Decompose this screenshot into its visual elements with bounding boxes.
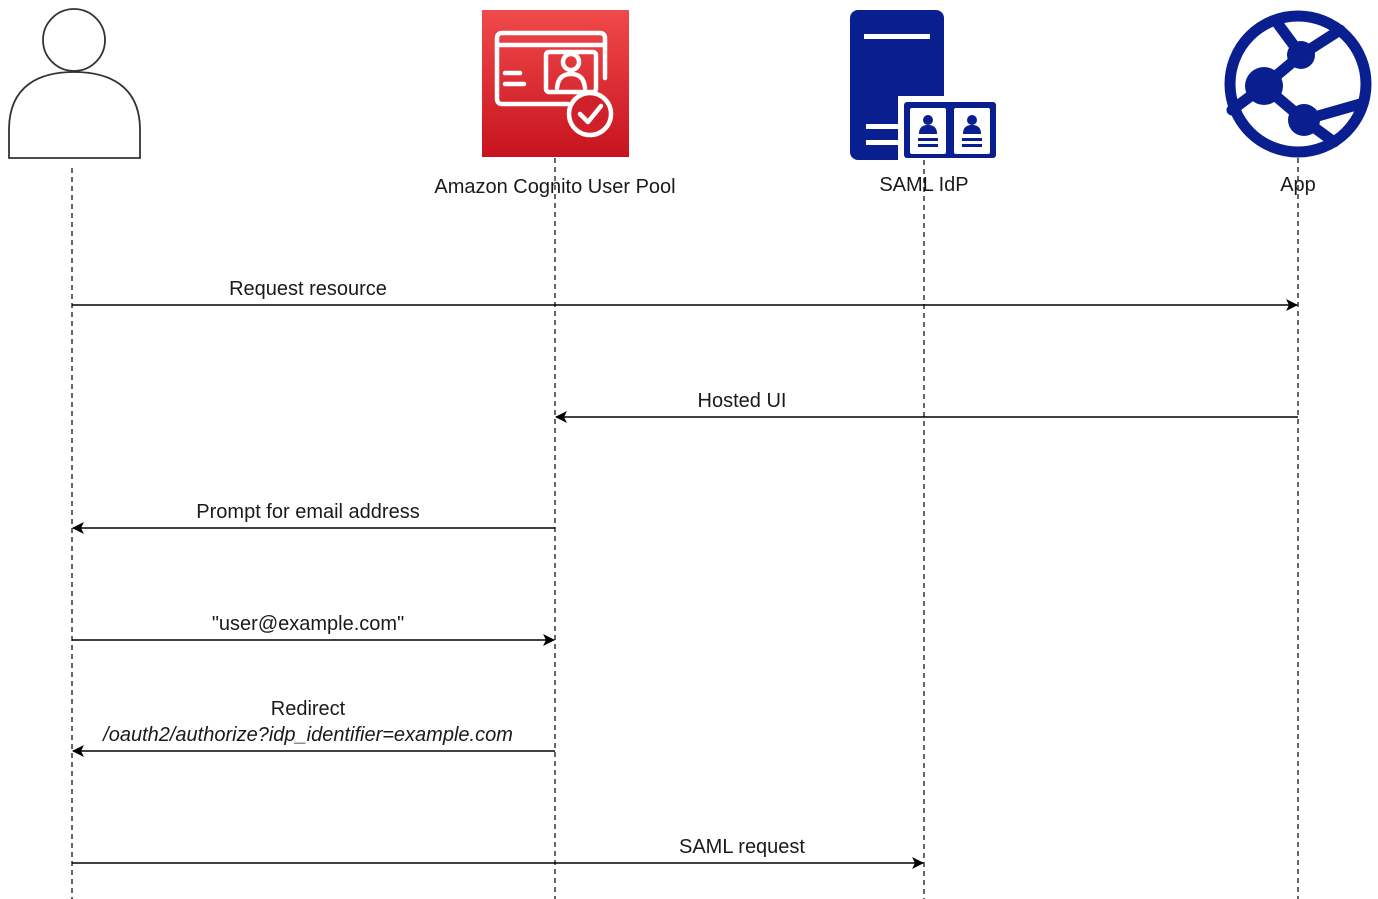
message-label: "user@example.com" (212, 613, 404, 635)
message-label: Prompt for email address (196, 501, 419, 523)
participant-label-app: App (1280, 174, 1316, 196)
message-label: Redirect (271, 698, 346, 720)
participant-label-cognito: Amazon Cognito User Pool (434, 176, 675, 198)
message-label-url: /oauth2/authorize?idp_identifier=example… (101, 724, 513, 746)
message-label: Request resource (229, 278, 387, 300)
message-prompt-email: Prompt for email address (72, 501, 555, 534)
message-hosted-ui: Hosted UI (555, 390, 1298, 423)
message-request-resource: Request resource (72, 278, 1298, 311)
message-saml-request: SAML request (72, 836, 924, 869)
saml-idp-server-directory-icon (850, 10, 1002, 160)
user-silhouette-icon (8, 8, 141, 159)
message-label: Hosted UI (698, 390, 787, 412)
message-redirect: Redirect /oauth2/authorize?idp_identifie… (72, 698, 555, 757)
cognito-user-pool-icon (482, 10, 629, 157)
app-globe-network-icon (1224, 10, 1372, 158)
participant-label-idp: SAML IdP (879, 174, 968, 196)
message-label: SAML request (679, 836, 805, 858)
message-user-email: "user@example.com" (72, 613, 555, 646)
